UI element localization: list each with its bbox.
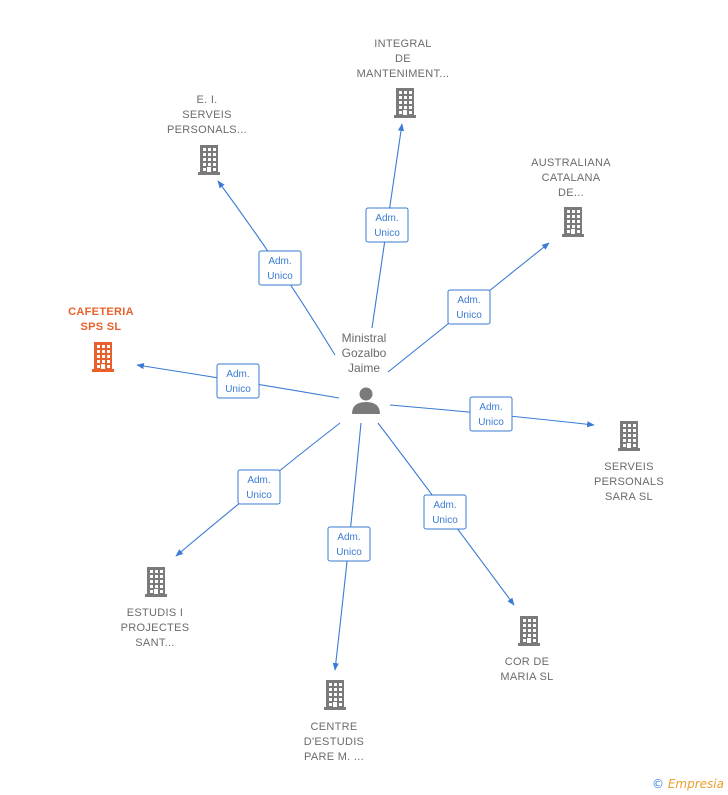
company-label-centre-line: D'ESTUDIS	[304, 736, 364, 748]
edge-label-text: Adm.	[479, 402, 502, 413]
company-label-serveis-sara-line: PERSONALS	[594, 476, 664, 488]
company-label-estudis-line: SANT...	[135, 637, 174, 649]
company-label-australiana-line: DE...	[558, 187, 584, 199]
company-label-australiana-line: CATALANA	[542, 172, 601, 184]
company-label-integral-line: MANTENIMENT...	[357, 68, 450, 80]
copyright-icon: ©	[652, 777, 665, 791]
building-icon-cor-de-maria[interactable]	[518, 616, 540, 646]
edge-label-ei-serveis[interactable]: Adm. Unico	[258, 250, 302, 286]
edge-label-text: Unico	[374, 228, 400, 239]
edge-label-text: Unico	[246, 490, 272, 501]
person-name-line: Gozalbo	[342, 346, 387, 360]
person-name-line: Jaime	[348, 361, 380, 375]
edge-label-text: Adm.	[457, 295, 480, 306]
company-label-centre: CENTRE D'ESTUDIS PARE M. ...	[304, 721, 364, 763]
company-label-cor-de-maria-line: MARIA SL	[500, 671, 553, 683]
company-label-estudis-line: ESTUDIS I	[127, 607, 184, 619]
edge-label-text: Unico	[478, 417, 504, 428]
company-label-serveis-sara: SERVEIS PERSONALS SARA SL	[594, 461, 664, 503]
company-label-ei-serveis-line: SERVEIS	[182, 109, 232, 121]
edge-label-text: Adm.	[337, 532, 360, 543]
edge-label-cafeteria[interactable]: Adm. Unico	[216, 363, 260, 399]
company-label-cor-de-maria-line: COR DE	[505, 656, 550, 668]
building-icon-centre[interactable]	[324, 680, 346, 710]
edge-label-text: Adm.	[433, 500, 456, 511]
edge-label-text: Unico	[267, 271, 293, 282]
building-icon-ei-serveis[interactable]	[198, 145, 220, 175]
building-icon-integral[interactable]	[394, 88, 416, 118]
edge-label-text: Adm.	[268, 256, 291, 267]
edge-label-text: Adm.	[247, 475, 270, 486]
brand-logo[interactable]: Empresia	[667, 777, 724, 791]
edge-label-text: Unico	[225, 384, 251, 395]
company-label-estudis-line: PROJECTES	[121, 622, 190, 634]
company-label-australiana-line: AUSTRALIANA	[531, 157, 611, 169]
edge-label-integral[interactable]: Adm. Unico	[365, 207, 409, 243]
company-label-estudis: ESTUDIS I PROJECTES SANT...	[121, 607, 190, 649]
company-label-integral: INTEGRAL DE MANTENIMENT...	[357, 38, 450, 80]
company-label-cafeteria-line: SPS SL	[81, 321, 122, 333]
company-label-ei-serveis-line: E. I.	[196, 94, 217, 106]
company-label-centre-line: CENTRE	[310, 721, 357, 733]
edge-label-text: Adm.	[375, 213, 398, 224]
company-label-cor-de-maria: COR DE MARIA SL	[500, 656, 553, 683]
edge-label-estudis[interactable]: Adm. Unico	[237, 469, 281, 505]
edge-label-centre[interactable]: Adm. Unico	[327, 526, 371, 562]
edge-label-australiana[interactable]: Adm. Unico	[447, 289, 491, 325]
edge-label-text: Unico	[336, 547, 362, 558]
company-label-ei-serveis-line: PERSONALS...	[167, 124, 247, 136]
edge-label-serveis-sara[interactable]: Adm. Unico	[469, 396, 513, 432]
company-label-integral-line: DE	[395, 53, 411, 65]
company-label-ei-serveis: E. I. SERVEIS PERSONALS...	[167, 94, 247, 136]
edge-label-text: Unico	[456, 310, 482, 321]
edge-label-text: Unico	[432, 515, 458, 526]
company-label-centre-line: PARE M. ...	[304, 751, 364, 763]
copyright: © Empresia	[652, 777, 724, 791]
company-label-integral-line: INTEGRAL	[374, 38, 431, 50]
building-icon-australiana[interactable]	[562, 207, 584, 237]
building-icon-cafeteria[interactable]	[92, 342, 114, 372]
person-icon[interactable]	[352, 387, 380, 415]
company-label-serveis-sara-line: SARA SL	[605, 491, 653, 503]
company-label-serveis-sara-line: SERVEIS	[604, 461, 654, 473]
company-label-cafeteria-line: CAFETERIA	[68, 306, 134, 318]
edge-label-cor-de-maria[interactable]: Adm. Unico	[423, 494, 467, 530]
company-label-cafeteria: CAFETERIA SPS SL	[68, 306, 134, 333]
building-icon-serveis-sara[interactable]	[618, 421, 640, 451]
person-name-line: Ministral	[342, 331, 387, 345]
company-label-australiana: AUSTRALIANA CATALANA DE...	[531, 157, 611, 199]
building-icon-estudis[interactable]	[145, 567, 167, 597]
edge-label-text: Adm.	[226, 369, 249, 380]
